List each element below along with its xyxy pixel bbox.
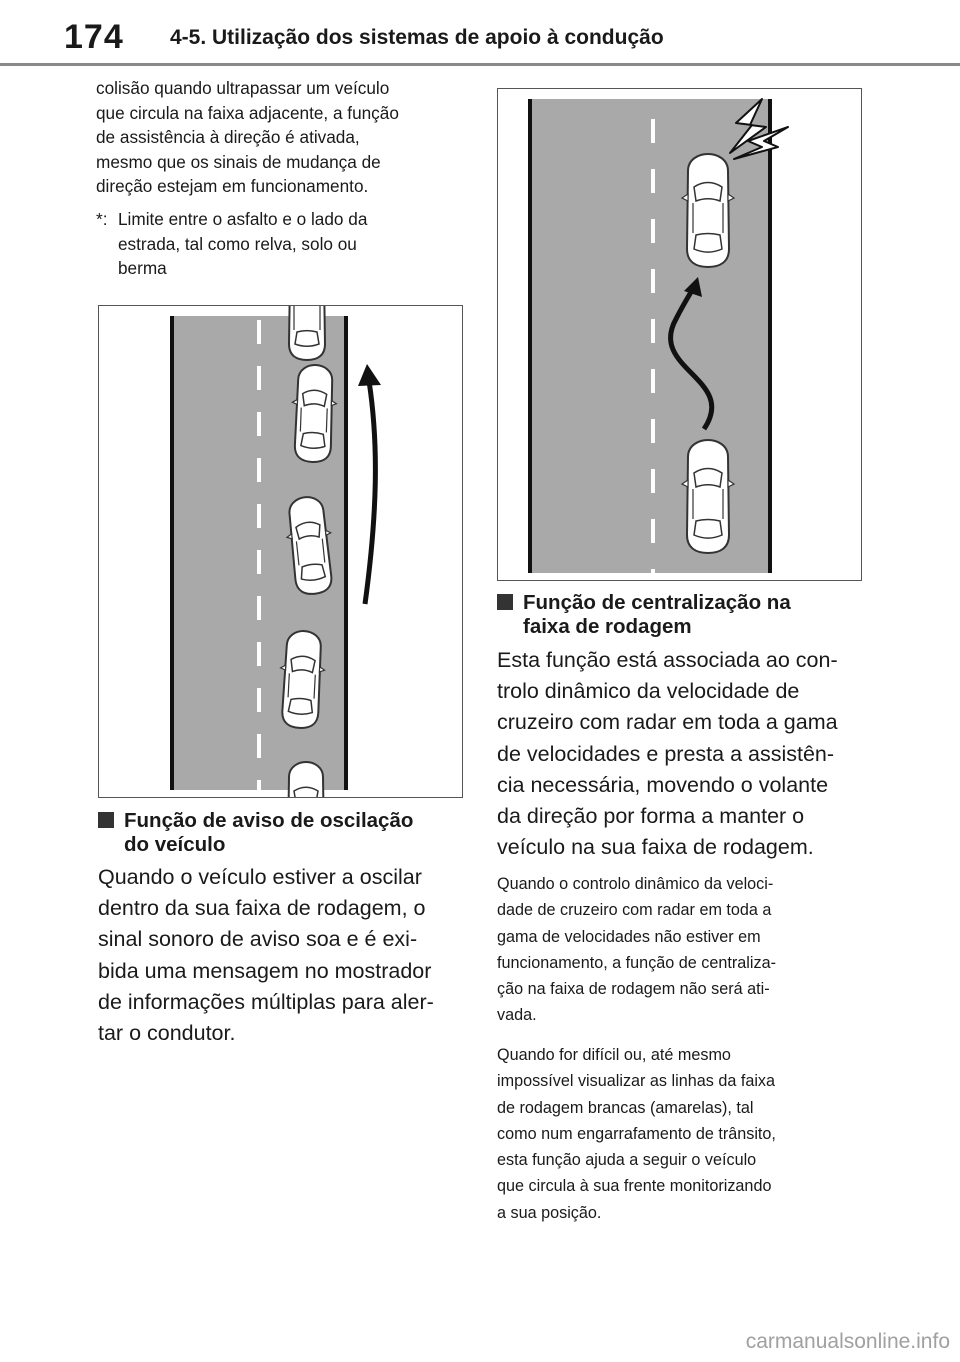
- section-title: 4-5. Utilização dos sistemas de apoio à …: [170, 26, 664, 49]
- body-line: de informações múltiplas para aler-: [98, 989, 434, 1014]
- heading-line: do veículo: [124, 833, 226, 856]
- note-line: de rodagem brancas (amarelas), tal: [497, 1098, 754, 1117]
- note-line: a sua posição.: [497, 1203, 602, 1222]
- body-line: Quando o veículo estiver a oscilar: [98, 865, 422, 889]
- intro-line: direção estejam em funcionamento.: [96, 176, 369, 197]
- arrow-head-icon: [358, 364, 381, 386]
- lightning-bolt-icon: [729, 98, 789, 160]
- footnote-line: Limite entre o asfalto e o lado da: [118, 208, 368, 229]
- intro-paragraph: colisão quando ultrapassar um veículo qu…: [96, 76, 466, 199]
- body-line: cia necessária, movendo o volante: [497, 772, 829, 797]
- body-line: cruzeiro com radar em toda a gama: [497, 710, 838, 735]
- page-header: 174 4-5. Utilização dos sistemas de apoi…: [0, 0, 960, 66]
- weaving-vehicles-illustration: [170, 306, 381, 797]
- footnote-line: estrada, tal como relva, solo ou: [118, 233, 357, 254]
- body-line: de velocidades e presta a assistên-: [497, 741, 835, 766]
- note-line: que circula à sua frente monitorizando: [497, 1177, 772, 1196]
- section-heading-sway-warning: Função de aviso de oscilação do veículo: [98, 809, 468, 857]
- footnote-mark: *:: [96, 208, 108, 229]
- note-line: como num engarrafamento de trânsito,: [497, 1124, 776, 1143]
- intro-line: mesmo que os sinais de mudança de: [96, 151, 381, 172]
- footnote-line: berma: [118, 258, 167, 279]
- note-lane-lines: Quando for difícil ou, até mesmo impossí…: [497, 1042, 867, 1226]
- note-line: vada.: [497, 1006, 537, 1025]
- intro-line: que circula na faixa adjacente, a função: [96, 102, 399, 123]
- footnote: *: Limite entre o asfalto e o lado da es…: [96, 207, 466, 281]
- heading-bullet-icon: [497, 594, 513, 610]
- note-line: Quando for difícil ou, até mesmo: [497, 1046, 731, 1064]
- body-line: dentro da sua faixa de rodagem, o: [98, 896, 426, 921]
- body-line: da direção por forma a manter o: [497, 804, 805, 829]
- note-cruise-control: Quando o controlo dinâmico da veloci- da…: [497, 871, 867, 1029]
- intro-line: de assistência à direção é ativada,: [96, 127, 360, 148]
- note-line: Quando o controlo dinâmico da veloci-: [497, 875, 774, 893]
- body-line: Esta função está associada ao con-: [497, 648, 838, 672]
- heading-bullet-icon: [98, 812, 114, 828]
- body-line: trolo dinâmico da velocidade de: [497, 679, 800, 704]
- car-icon: [284, 306, 330, 361]
- body-line: veículo na sua faixa de rodagem.: [497, 835, 814, 860]
- page-number: 174: [64, 18, 124, 56]
- heading-line: Função de centralização na: [523, 591, 791, 614]
- left-column-intro: colisão quando ultrapassar um veículo qu…: [96, 76, 466, 281]
- body-line: tar o condutor.: [98, 1021, 236, 1046]
- heading-line: Função de aviso de oscilação: [124, 809, 414, 832]
- section-heading-lane-centering: Função de centralização na faixa de roda…: [497, 591, 867, 639]
- road-surface: [530, 99, 770, 573]
- travel-arrow-line: [362, 380, 378, 605]
- heading-line: faixa de rodagem: [523, 615, 692, 638]
- arrow-head-icon: [684, 277, 702, 297]
- figure-weaving-vehicle: [98, 305, 463, 798]
- lane-centering-body: Esta função está associada ao con- trolo…: [497, 645, 867, 863]
- car-icon: [681, 439, 735, 554]
- body-line: bida uma mensagem no mostrador: [98, 958, 432, 983]
- car-icon: [289, 363, 339, 464]
- note-line: dade de cruzeiro com radar em toda a: [497, 901, 772, 920]
- lane-centering-illustration: [528, 98, 789, 573]
- watermark: carmanualsonline.info: [745, 1330, 950, 1353]
- steering-path-line: [668, 285, 715, 431]
- body-line: sinal sonoro de aviso soa e é exi-: [98, 927, 418, 952]
- header-divider: [0, 63, 960, 66]
- note-line: esta função ajuda a seguir o veículo: [497, 1151, 757, 1170]
- car-icon: [681, 153, 735, 268]
- note-line: funcionamento, a função de centraliza-: [497, 953, 776, 972]
- note-line: ção na faixa de rodagem não será ati-: [497, 980, 770, 999]
- figure-lane-centering: [497, 88, 862, 581]
- note-line: gama de velocidades não estiver em: [497, 927, 761, 946]
- note-line: impossível visualizar as linhas da faixa: [497, 1072, 776, 1091]
- intro-line: colisão quando ultrapassar um veículo: [96, 78, 390, 98]
- sway-warning-body: Quando o veículo estiver a oscilar dentr…: [98, 862, 468, 1049]
